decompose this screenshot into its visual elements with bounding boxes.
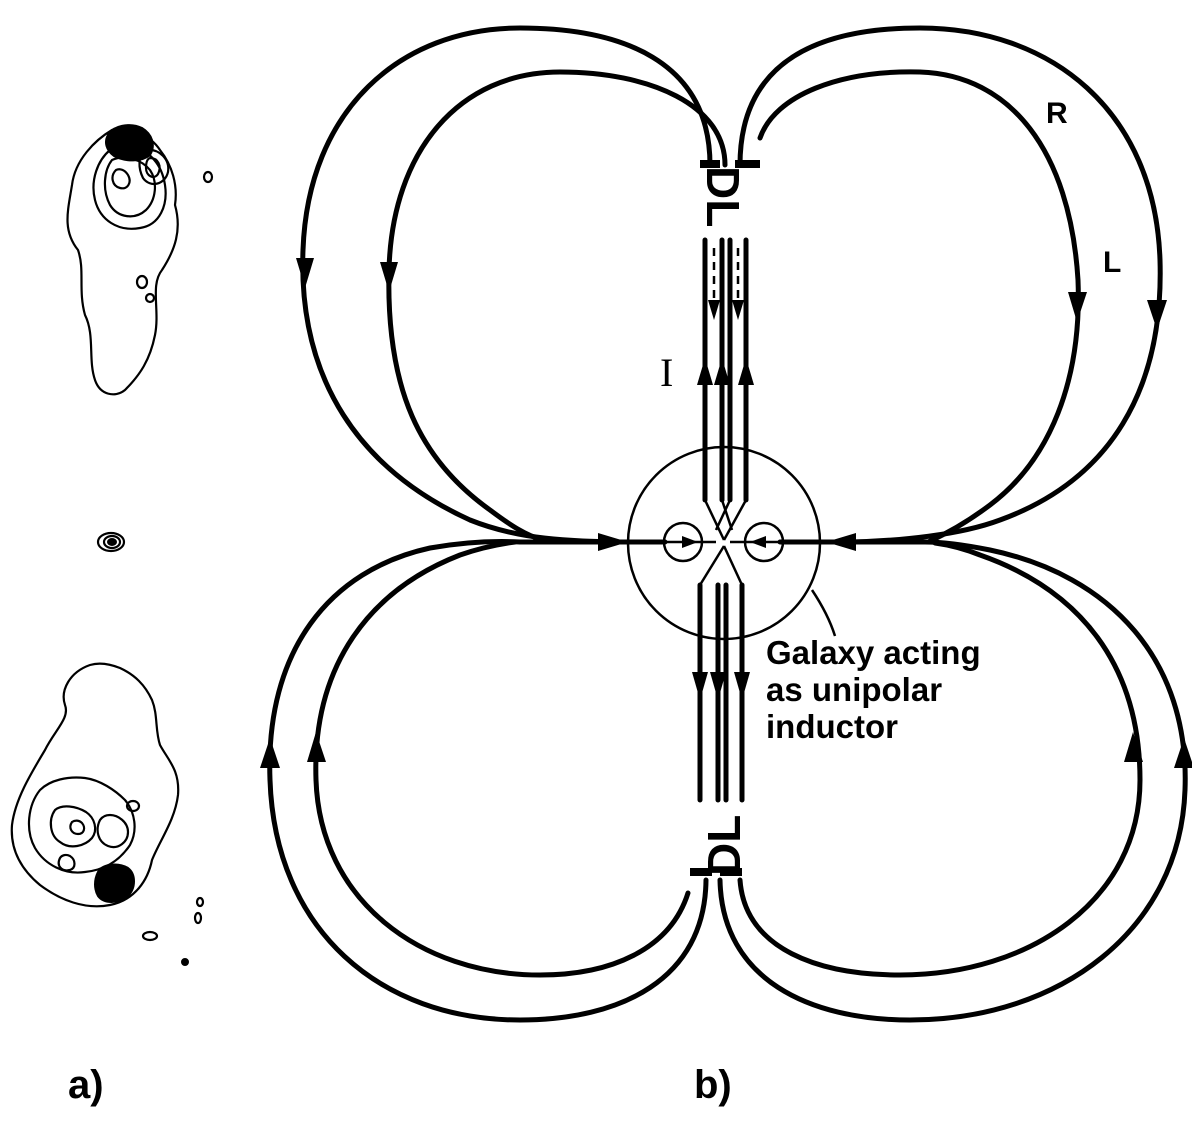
outer-loop-bottom-left xyxy=(267,539,709,1023)
arrow-inner-right-circle xyxy=(750,536,766,548)
double-layer-bottom xyxy=(690,868,742,876)
outer-loop-bottom-right xyxy=(717,539,1188,1023)
arrow-jet-dash-2 xyxy=(732,300,744,320)
arrow-equator-right xyxy=(826,533,856,551)
panel-b-label: b) xyxy=(694,1063,732,1107)
arrow-jet-down-3 xyxy=(734,672,750,700)
label-L: L xyxy=(1103,246,1121,279)
arrow-equator-left xyxy=(598,533,628,551)
north-lobe xyxy=(66,124,214,396)
label-dl-bottom: DL xyxy=(698,815,750,876)
arrow-jet-down-2 xyxy=(710,672,726,700)
outer-loop-top-left xyxy=(300,25,713,545)
radio-source-map xyxy=(10,124,214,966)
arrow-inner-top-left xyxy=(380,262,398,292)
arrowheads xyxy=(260,258,1192,768)
arrow-jet-dash-1 xyxy=(708,300,720,320)
double-layer-top xyxy=(700,160,760,168)
inner-loop-top-left xyxy=(386,69,728,544)
arrow-jet-down-1 xyxy=(692,672,708,700)
arrow-inner-top-right xyxy=(1068,292,1087,322)
arrow-inner-left-circle xyxy=(682,536,698,548)
arrow-jet-up-2 xyxy=(714,358,730,385)
outer-loop-top-right xyxy=(737,25,1163,545)
caption-leader-line xyxy=(810,589,837,637)
arrow-outer-top-left xyxy=(296,258,314,288)
circuit-diagram: R L I DL DL Galaxy acting as unipolar in… xyxy=(260,25,1192,1023)
label-I: I xyxy=(660,350,673,395)
arrow-inner-bottom-right xyxy=(1124,732,1143,762)
arrow-jet-up-1 xyxy=(697,358,713,385)
label-R: R xyxy=(1046,97,1068,130)
arrow-outer-bottom-right xyxy=(1174,738,1192,768)
galaxy-caption-line-2: as unipolar xyxy=(766,671,942,708)
galaxy-core xyxy=(96,531,126,553)
label-dl-top: DL xyxy=(697,166,749,227)
panel-a-label: a) xyxy=(68,1063,104,1107)
arrow-inner-bottom-left xyxy=(307,732,326,762)
south-lobe xyxy=(10,662,205,966)
inner-loop-top-right xyxy=(757,69,1081,544)
arrow-outer-bottom-left xyxy=(260,738,280,768)
inner-loop-bottom-right xyxy=(737,540,1143,978)
galaxy-caption-line-1: Galaxy acting xyxy=(766,634,981,671)
upper-jet-conductors xyxy=(702,237,749,541)
galaxy-caption-line-3: inductor xyxy=(766,708,898,745)
inner-loop-bottom-left xyxy=(313,539,691,978)
arrow-jet-up-3 xyxy=(738,358,754,385)
arrow-outer-top-right xyxy=(1147,300,1167,330)
